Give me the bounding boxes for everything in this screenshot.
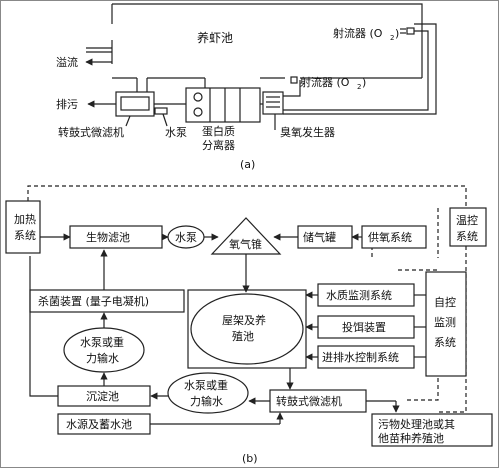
sterilizer-label: 杀菌装置 (量子电凝机): [38, 294, 149, 308]
temp-control-label-1: 温控: [456, 213, 478, 227]
pump-gravity-left-1: 水泵或重: [80, 335, 124, 349]
culture-pond: [190, 293, 304, 365]
culture-label-2: 殖池: [232, 330, 254, 343]
auto-label-2: 监测: [434, 316, 456, 329]
culture-label-1: 屋架及养: [222, 313, 266, 327]
return-pipe-top: [283, 30, 429, 111]
caption-a: (a): [240, 158, 255, 171]
water-quality-label: 水质监测系统: [326, 289, 392, 302]
ozone-label: 臭氧发生器: [280, 125, 335, 139]
pump-label: 水泵: [165, 126, 187, 139]
overflow-label: 溢流: [56, 55, 78, 69]
aerator-bottom-device: [290, 76, 298, 84]
sewage-box: [371, 413, 493, 447]
aerator-top-paren: ): [395, 27, 399, 40]
heating-box: [5, 200, 41, 254]
aerator-top-device: [406, 27, 415, 35]
return-pipe-bottom: [283, 80, 301, 97]
sewage-label-2: 他苗种养殖池: [378, 431, 444, 445]
pump-box: [154, 107, 168, 115]
drum-filter-box: [115, 91, 155, 117]
temp-control-box: [449, 207, 487, 247]
settling-feedback: [29, 256, 58, 397]
pump-ellipse-label: 水泵: [175, 231, 197, 244]
pump-gravity-middle-1: 水泵或重: [184, 378, 228, 392]
skimmer-label-2: 分离器: [202, 138, 235, 152]
control-dashed-drum: [407, 376, 439, 401]
settling-label: 沉淀池: [86, 389, 119, 403]
biofilter-label: 生物滤池: [86, 230, 130, 244]
control-dashed-right: [438, 246, 467, 413]
inout-control-label: 进排水控制系统: [322, 350, 399, 364]
pump-gravity-middle-2: 力输水: [190, 394, 223, 408]
aerator-bottom-paren: ): [362, 76, 366, 89]
aerator-bottom-label: 射流器 (O: [300, 75, 350, 89]
drain-label: 排污: [56, 97, 78, 111]
drum-filter-label: 转鼓式微滤机: [58, 125, 124, 139]
oxygen-cone-label: 氧气锥: [229, 237, 262, 251]
caption-b: (b): [242, 452, 258, 465]
heating-label-2: 系统: [14, 229, 36, 242]
auto-label-1: 自控: [434, 295, 456, 309]
return-pipe-top-2: [283, 23, 437, 115]
pond-wall: [111, 3, 423, 79]
drum-filter-leader: [125, 115, 131, 127]
gas-tank-label: 储气罐: [303, 230, 336, 244]
skimmer-label-1: 蛋白质: [202, 124, 235, 138]
pump-leader: [162, 113, 168, 127]
part-a: 养虾池 射流器 (O 2 ) 射流器 (O 2 ) 溢流 排污 转鼓式微滤机 水…: [56, 3, 437, 171]
sewage-label-1: 污物处理池或其: [378, 417, 455, 431]
oxygen-supply-label: 供氧系统: [368, 230, 412, 244]
source-label: 水源及蓄水池: [66, 417, 132, 431]
auto-system-box: [425, 271, 467, 377]
pond-label: 养虾池: [197, 30, 233, 45]
control-dashed-top: [27, 185, 467, 212]
skimmer-valve-bottom: [193, 107, 203, 117]
heating-label-1: 加热: [14, 213, 36, 226]
pump-gravity-ellipse-middle: [167, 372, 249, 414]
temp-control-label-2: 系统: [456, 230, 478, 243]
pump-gravity-ellipse-left: [63, 327, 145, 373]
ozone-box: [262, 91, 284, 115]
aerator-bottom-sub: 2: [357, 83, 361, 91]
skimmer-valve-top: [193, 92, 203, 102]
drum-filter-b-label: 转鼓式微滤机: [276, 394, 342, 408]
auto-label-3: 系统: [434, 336, 456, 349]
part-b: 加热 系统 生物滤池 水泵 氧气锥 储气罐 供氧系统 温控 系统 杀菌装置 (量…: [5, 185, 493, 465]
aerator-top-label: 射流器 (O: [333, 26, 383, 40]
drum-filter-inner: [120, 96, 150, 111]
aerator-top-sub: 2: [390, 34, 394, 42]
feeder-label: 投饵装置: [342, 320, 386, 334]
pump-gravity-left-2: 力输水: [86, 351, 119, 365]
